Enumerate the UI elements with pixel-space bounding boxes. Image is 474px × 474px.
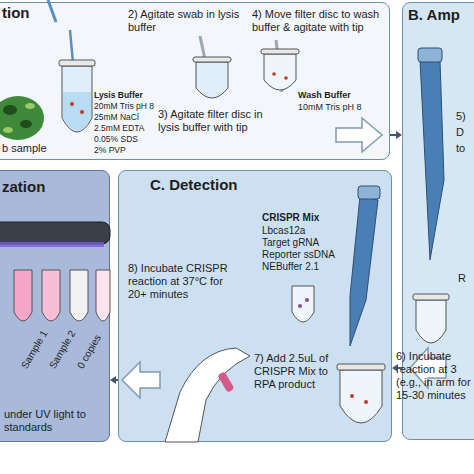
tube-cap [413, 294, 449, 300]
uv-lamp [0, 222, 110, 244]
frog-spot [3, 105, 17, 115]
buffer-item: 0.05% SDS [94, 134, 156, 144]
uv-glow [0, 242, 104, 247]
pipette-plunger [418, 48, 442, 62]
mix-heading: CRISPR Mix [262, 212, 352, 224]
frog-spot [25, 103, 35, 109]
connector-line [390, 134, 397, 136]
step-text: 7) Add 2.5uL of CRISPR Mix to RPA produc… [254, 352, 336, 391]
flow-connector [392, 364, 402, 372]
step-text: under UV light to standards [4, 408, 108, 434]
lysis-tube [62, 66, 92, 132]
sample-tube [196, 62, 228, 98]
frog-sample [0, 96, 44, 140]
tube-cap [261, 49, 299, 54]
arrow-head [396, 131, 402, 139]
sample-tube [14, 270, 32, 321]
rpa-tube [416, 300, 446, 343]
buffer-item: 2% PVP [94, 145, 156, 155]
cell-dot [80, 110, 84, 114]
crispr-tube [292, 286, 314, 322]
arrow-head [392, 364, 398, 372]
step-text: D [456, 126, 474, 139]
frog-spot [3, 127, 13, 133]
mix-item: Target gRNA [262, 237, 352, 249]
step-text: 8) Incubate CRISPR reaction at 37°C for … [128, 262, 233, 301]
pipette-plunger [358, 186, 380, 199]
step-text: 3) Agitate filter disc in lysis buffer w… [158, 108, 270, 134]
panel-heading: C. Detection [150, 176, 350, 194]
panel-heading: B. Amp [408, 6, 474, 24]
flow-arrow [122, 362, 160, 398]
pipette [420, 60, 444, 260]
cell-dot [272, 72, 276, 76]
buffer-heading: Wash Buffer [298, 90, 388, 101]
mix-item: Lbcas12a [262, 225, 352, 237]
buffer-item: 10mM Tris pH 8 [298, 102, 388, 113]
reagent-dot [364, 400, 368, 404]
tube-cap [59, 60, 95, 66]
reaction-tube [340, 370, 382, 423]
reagent-dot [298, 304, 302, 308]
arm-tube [218, 371, 235, 392]
step-text: R [458, 272, 474, 285]
step-text: 5) [456, 110, 474, 123]
lysis-liquid [63, 92, 91, 131]
cell-dot [70, 102, 74, 106]
frog-spot [20, 120, 32, 128]
panel-heading: tion [2, 4, 62, 22]
sample-label: b sample [2, 142, 62, 155]
flow-arrow [410, 348, 446, 388]
arrow-head [110, 376, 116, 384]
buffer-heading: Lysis Buffer [94, 90, 156, 100]
buffer-item: 25mM NaCl [94, 112, 156, 122]
flow-connector [110, 376, 118, 384]
reagent-dot [305, 298, 309, 302]
mix-item: Reporter ssDNA [262, 249, 352, 261]
step-text: to [456, 142, 474, 155]
arm [165, 348, 250, 442]
sample-tube [96, 270, 110, 321]
pipette [350, 196, 378, 346]
step-text: 2) Agitate swab in lysis buffer [128, 8, 248, 34]
swab-stick [48, 0, 56, 22]
sample-tube [42, 270, 60, 321]
reagent-dot [350, 394, 354, 398]
step-text: 6) Incubate reaction at 3 (e.g., in arm … [396, 350, 474, 402]
step-text: 4) Move filter disc to wash buffer & agi… [252, 8, 387, 34]
tube-cap [193, 57, 231, 62]
buffer-item: 2.5mM EDTA [94, 123, 156, 133]
flow-connector [390, 131, 402, 139]
mix-item: NEBuffer 2.1 [262, 261, 352, 273]
sample-tube [70, 270, 88, 321]
wash-tube [264, 54, 296, 90]
panel-box: tion 2) Agitate swab in lysis buffer 3) Ag… [0, 2, 390, 160]
flow-arrow [336, 118, 382, 152]
panel-heading: zation [2, 178, 102, 196]
tube-cap [337, 364, 385, 370]
cell-dot [284, 76, 288, 80]
buffer-item: 20mM Tris pH 8 [94, 101, 156, 111]
